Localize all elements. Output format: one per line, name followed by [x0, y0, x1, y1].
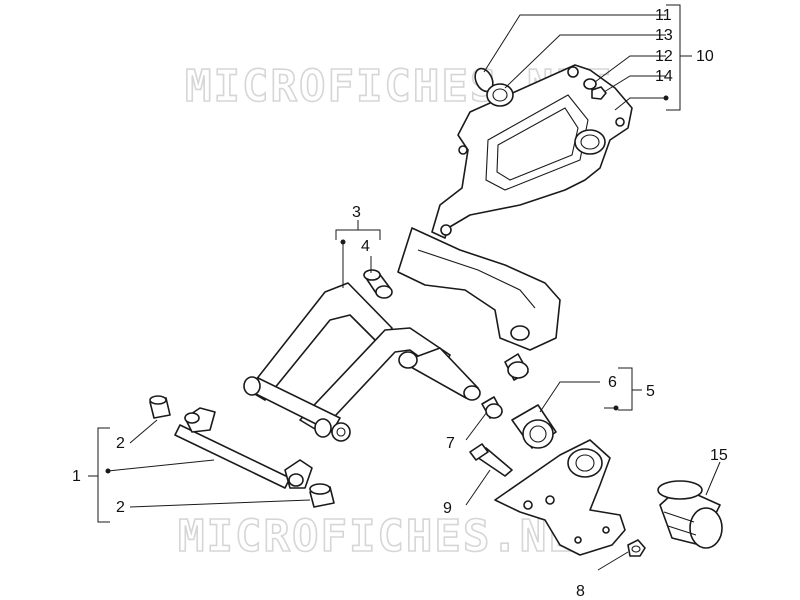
lower-bracket — [494, 439, 626, 556]
callout-13: 13 — [655, 27, 673, 44]
watermark-bottom: MICROFICHES.NET — [178, 511, 605, 562]
callout-14: 14 — [655, 68, 673, 85]
bearing-13 — [486, 83, 514, 107]
bushing-2-upper — [149, 395, 171, 419]
callout-15: 15 — [710, 447, 728, 464]
callout-8: 8 — [576, 583, 585, 600]
callout-6: 6 — [608, 374, 617, 391]
callout-2-lower: 2 — [116, 499, 125, 516]
leader-lines — [88, 4, 721, 571]
bushing-right — [504, 353, 529, 381]
bushing-2-lower — [309, 483, 335, 508]
bushing-6 — [511, 404, 557, 449]
nut-14 — [591, 86, 607, 100]
callout-3: 3 — [352, 204, 361, 221]
link-arm — [243, 282, 451, 442]
lead-dots — [105, 95, 669, 474]
bolt-9 — [469, 443, 513, 477]
engine-mount-casting — [397, 227, 561, 351]
pivot-bolt — [174, 407, 313, 489]
callout-11: 11 — [655, 7, 672, 24]
callout-9: 9 — [443, 500, 452, 517]
bushing-15 — [657, 480, 723, 549]
shaft-7 — [398, 347, 481, 401]
callout-10: 10 — [696, 48, 714, 65]
callout-1: 1 — [72, 468, 81, 485]
swing-arm-bracket — [431, 64, 633, 239]
washer-12 — [583, 78, 597, 90]
callout-4: 4 — [361, 238, 370, 255]
callout-7: 7 — [446, 435, 455, 452]
nut-8 — [627, 539, 646, 557]
callout-5: 5 — [646, 383, 655, 400]
bushing-4 — [363, 269, 393, 299]
callout-2-upper: 2 — [116, 435, 125, 452]
callout-12: 12 — [655, 48, 673, 65]
